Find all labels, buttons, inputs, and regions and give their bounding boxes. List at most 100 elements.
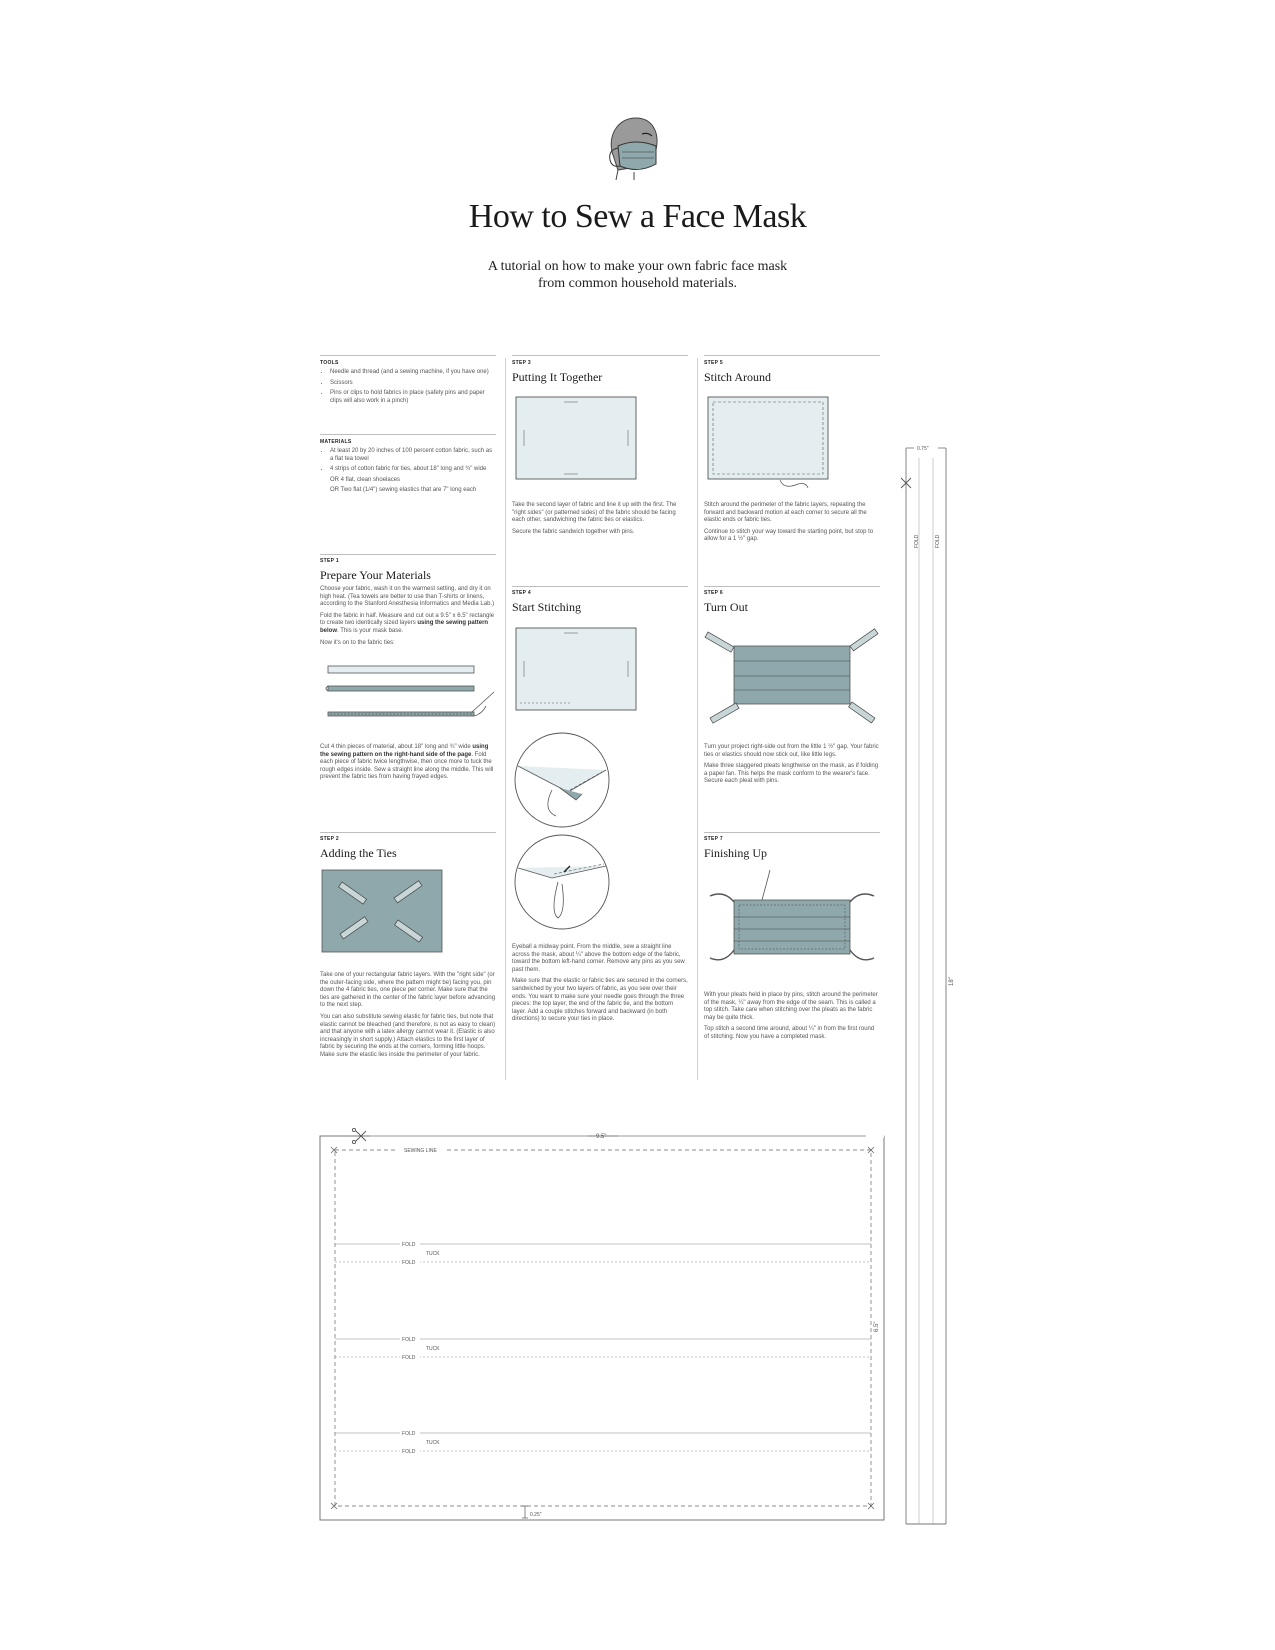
- step2-paragraph: You can also substitute sewing elastic f…: [320, 1013, 496, 1058]
- step5-section: STEP 5 Stitch Around: [704, 360, 880, 385]
- rule-step4: [512, 586, 688, 587]
- materials-alt-elastics: OR Two flat (1/4") sewing elastics that …: [330, 487, 477, 494]
- page-subtitle: A tutorial on how to make your own fabri…: [0, 258, 1275, 292]
- tools-list: Needle and thread (and a sewing machine,…: [320, 369, 496, 405]
- step2-paragraph: Take one of your rectangular fabric laye…: [320, 972, 496, 1009]
- step6-label: STEP 6: [704, 590, 723, 596]
- step5-paragraph: Continue to stitch your way toward the s…: [704, 528, 874, 543]
- tie-width-label: 0.75": [917, 446, 929, 452]
- step7-section: STEP 7 Finishing Up: [704, 836, 880, 861]
- tuck-label: TUCK: [426, 1346, 440, 1352]
- step4-body: Eyeball a midway point. From the middle,…: [512, 944, 688, 1028]
- step3-paragraph: Take the second layer of fabric and line…: [512, 502, 677, 524]
- step6-title: Turn Out: [704, 600, 748, 614]
- materials-label: MATERIALS: [320, 439, 352, 445]
- step4-paragraph: Make sure that the elastic or fabric tie…: [512, 978, 688, 1023]
- step3-title: Putting It Together: [512, 370, 603, 384]
- tie-length-label: 18": [949, 977, 955, 986]
- step1-paragraph: Choose your fabric, wash it on the warme…: [320, 586, 495, 608]
- step5-title: Stitch Around: [704, 370, 772, 384]
- step1-text: Fold the fabric in half. Measure and cut…: [320, 612, 495, 627]
- step1-body: Choose your fabric, wash it on the warme…: [320, 586, 496, 647]
- step2-title: Adding the Ties: [320, 846, 397, 860]
- materials-item: At least 20 by 20 inches of 100 percent …: [330, 448, 496, 463]
- sewing-line-label: SEWING LINE: [404, 1148, 437, 1154]
- materials-list: At least 20 by 20 inches of 100 percent …: [320, 448, 496, 474]
- step4-paragraph: Eyeball a midway point. From the middle,…: [512, 944, 685, 973]
- step6-body: Turn your project right-side out from th…: [704, 744, 880, 790]
- step7-title: Finishing Up: [704, 846, 768, 860]
- step5-label: STEP 5: [704, 360, 723, 366]
- rule-step2: [320, 832, 496, 833]
- tools-item: Scissors: [330, 380, 496, 388]
- tie-strips-illustration: [325, 665, 495, 717]
- step2-section: STEP 2 Adding the Ties: [320, 836, 496, 861]
- top-rule-col3: [704, 355, 880, 356]
- pattern-height-label: 6.5": [874, 1322, 880, 1332]
- step2-illustration: [321, 869, 443, 953]
- column-divider-2: [697, 358, 698, 1080]
- top-rule-col2: [512, 355, 688, 356]
- step1-bold-text: using the sewing pattern below: [320, 620, 489, 634]
- step1-bold-text: using the sewing pattern on the right-ha…: [320, 744, 489, 758]
- seam-allowance-label: 0.25": [530, 1512, 542, 1518]
- fold-label: FOLD: [402, 1337, 416, 1343]
- subtitle-line-1: A tutorial on how to make your own fabri…: [487, 259, 788, 274]
- step1-text: . This is your mask base.: [337, 627, 404, 634]
- mask-wearer-illustration: [609, 117, 658, 181]
- step4-section: STEP 4 Start Stitching: [512, 590, 688, 615]
- step1-section: STEP 1 Prepare Your Materials Choose you…: [320, 558, 496, 651]
- fold-label: FOLD: [402, 1449, 416, 1455]
- step6-illustration: [704, 628, 879, 724]
- column-divider-1: [505, 358, 506, 1080]
- step1-paragraph: Fold the fabric in half. Measure and cut…: [320, 613, 496, 636]
- step1-text: Cut 4 thin pieces of material, about 18"…: [320, 744, 473, 750]
- materials-item: 4 strips of cotton fabric for ties, abou…: [330, 466, 496, 474]
- step1-label: STEP 1: [320, 558, 339, 564]
- fold-label: FOLD: [402, 1431, 416, 1437]
- pattern-width-label: 9.5": [596, 1134, 606, 1140]
- rule-step7: [704, 832, 880, 833]
- step1-paragraph: Now it's on to the fabric ties:: [320, 639, 395, 646]
- step7-illustration: [709, 869, 875, 961]
- materials-alt-shoelaces: OR 4 flat, clean shoelaces: [330, 476, 401, 483]
- subtitle-line-2: from common household materials.: [537, 276, 738, 291]
- step6-section: STEP 6 Turn Out: [704, 590, 880, 615]
- tuck-label: TUCK: [426, 1440, 440, 1446]
- step1-body-2: Cut 4 thin pieces of material, about 18"…: [320, 744, 496, 786]
- tools-item: Pins or clips to hold fabrics in place (…: [330, 390, 496, 405]
- rule-step1: [320, 554, 496, 555]
- page-title: How to Sew a Face Mask: [468, 198, 807, 235]
- step4-label: STEP 4: [512, 590, 531, 596]
- step6-paragraph: Turn your project right-side out from th…: [704, 744, 879, 758]
- step3-illustration: [515, 396, 637, 480]
- fold-label: FOLD: [402, 1355, 416, 1361]
- top-rule-col1: [320, 355, 496, 356]
- step2-body: Take one of your rectangular fabric laye…: [320, 972, 496, 1064]
- step3-paragraph: Secure the fabric sandwich together with…: [512, 528, 635, 535]
- step6-paragraph: Make three staggered pleats lengthwise o…: [704, 763, 879, 785]
- step5-illustration: [707, 396, 829, 489]
- mask-sewing-pattern: 9.5" SEWING LINE FOLD TUCK FOLD FOLD TUC…: [319, 1127, 885, 1521]
- fold-label: FOLD: [402, 1260, 416, 1266]
- step2-label: STEP 2: [320, 836, 339, 842]
- rule-materials: [320, 434, 496, 435]
- step3-label: STEP 3: [512, 360, 531, 366]
- step5-paragraph: Stitch around the perimeter of the fabri…: [704, 502, 867, 524]
- step4-title: Start Stitching: [512, 600, 581, 614]
- fold-label: FOLD: [402, 1242, 416, 1248]
- scissors-icon: [900, 477, 912, 489]
- step3-section: STEP 3 Putting It Together: [512, 360, 688, 385]
- step1-paragraph: Cut 4 thin pieces of material, about 18"…: [320, 744, 496, 782]
- step4-illustration: [515, 627, 637, 711]
- tuck-label: TUCK: [426, 1251, 440, 1257]
- tie-fold-label: FOLD: [914, 534, 920, 548]
- materials-section: MATERIALS At least 20 by 20 inches of 10…: [320, 439, 496, 498]
- step4-detail-circle-2: [514, 834, 610, 930]
- tools-label: TOOLS: [320, 360, 339, 366]
- tools-section: TOOLS Needle and thread (and a sewing ma…: [320, 360, 496, 408]
- tools-item: Needle and thread (and a sewing machine,…: [330, 369, 496, 377]
- step7-label: STEP 7: [704, 836, 723, 842]
- step5-body: Stitch around the perimeter of the fabri…: [704, 502, 880, 548]
- step7-paragraph: Top stitch a second time around, about ¼…: [704, 1026, 875, 1040]
